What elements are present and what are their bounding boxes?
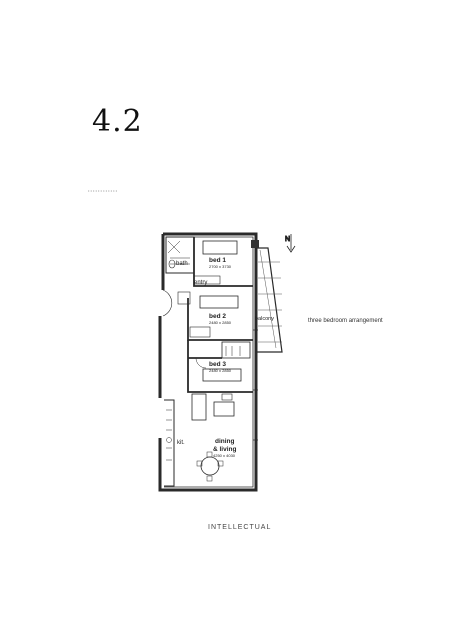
chair-1 [196, 460, 203, 467]
north-arrow: N [285, 234, 296, 253]
bed2-label: bed 2 [209, 313, 226, 320]
balcony-outline [256, 247, 283, 353]
sink-icon [166, 437, 172, 443]
dining-table [200, 456, 220, 476]
chair-3 [206, 451, 213, 458]
bath-label: bath [176, 261, 188, 267]
dining-label: dining [215, 438, 235, 445]
outer-wall-inner [164, 236, 254, 488]
balcony-post [251, 240, 259, 248]
kitchen-bench [164, 399, 175, 487]
armchair [221, 393, 233, 401]
laundry-fixtures [225, 346, 241, 356]
balcony-hatch [258, 249, 282, 349]
bed3-bed [202, 368, 242, 382]
laundry [221, 341, 251, 359]
living-label: & living [213, 446, 237, 453]
kitchen-label: kit. [177, 440, 185, 446]
bed3-door-swing [195, 357, 207, 369]
entry-door [162, 289, 173, 317]
arrangement-label: three bedroom arrangement [308, 318, 383, 324]
sofa [191, 393, 207, 421]
bed3-dims: 2480 x 2850 [209, 368, 232, 373]
page-heading: 4.2 [92, 104, 143, 139]
bed1-wardrobe [193, 275, 221, 285]
bed2-dims: 2480 x 2850 [209, 320, 232, 325]
kitchen-appliances [166, 409, 172, 461]
window-marks [253, 329, 258, 441]
living-dims: 4250 x 4030 [213, 453, 236, 458]
chair-2 [217, 460, 224, 467]
bed1-bed [202, 240, 238, 255]
balcony-label: balcony [255, 316, 274, 322]
bed3-walls [187, 340, 253, 393]
north-label: N [285, 236, 290, 243]
toilet-icon [168, 259, 176, 269]
entry-label: entry [194, 280, 207, 286]
outer-wall [158, 232, 258, 492]
bed3-label: bed 3 [209, 361, 226, 368]
footer-label: INTELLECTUAL [208, 524, 272, 531]
entry-cupboard [177, 291, 191, 305]
bed1-dims: 2700 x 3730 [209, 264, 232, 269]
bed2-robe [189, 326, 211, 338]
coffee-table [213, 401, 235, 417]
bed1-label: bed 1 [209, 257, 226, 264]
bath-tiles [167, 240, 190, 265]
bed1-walls [193, 237, 253, 287]
bed2-bed [199, 295, 239, 309]
chair-4 [206, 475, 213, 482]
